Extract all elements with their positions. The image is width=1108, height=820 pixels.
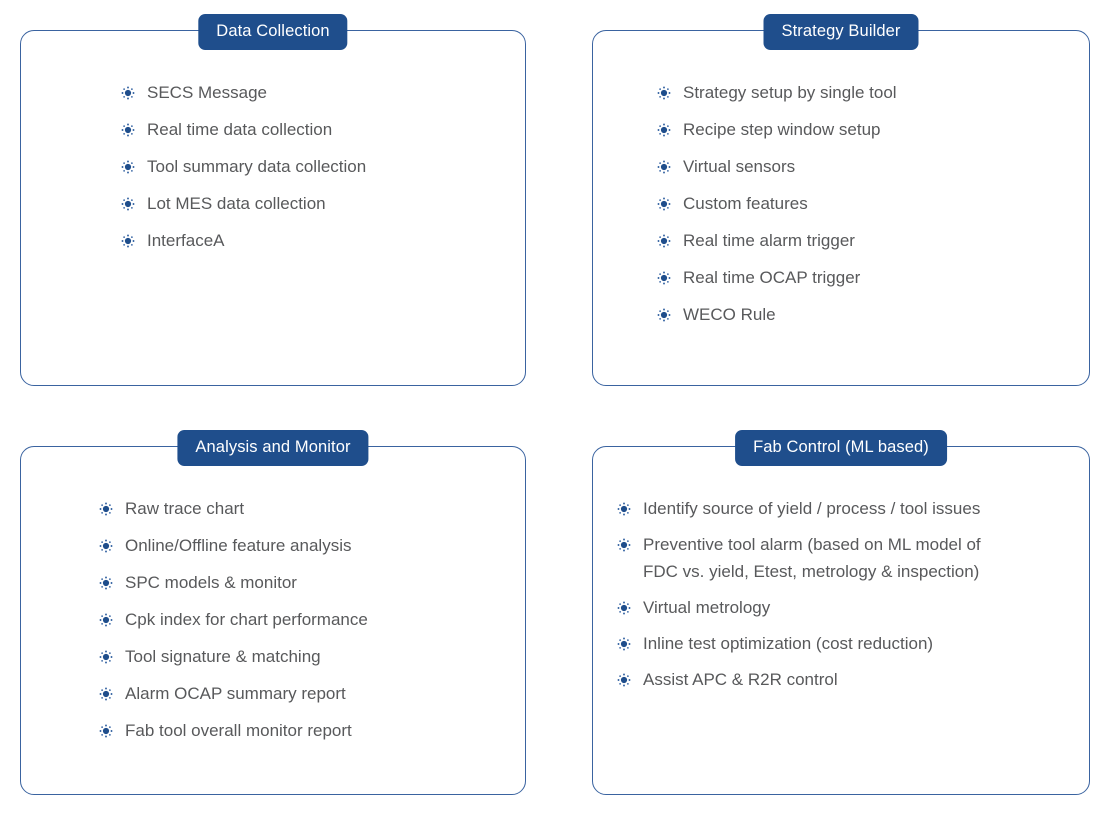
list-item: Fab tool overall monitor report <box>99 717 505 744</box>
panel-card-fab-control: Fab Control (ML based) <box>592 430 1090 795</box>
list-item-label: Alarm OCAP summary report <box>125 684 346 703</box>
list-item-label: Real time alarm trigger <box>683 231 855 250</box>
list-item-label: WECO Rule <box>683 305 776 324</box>
list-item-label: SECS Message <box>147 83 267 102</box>
panel-title-fab-control: Fab Control (ML based) <box>735 430 947 466</box>
list-item: Tool summary data collection <box>121 153 505 180</box>
list-item: Lot MES data collection <box>121 190 505 217</box>
list-item-label: Real time data collection <box>147 120 333 139</box>
radial-dot-icon <box>121 227 135 254</box>
list-item: Assist APC & R2R control <box>617 666 1071 693</box>
panel-list-fab-control: Identify source of yield / process / too… <box>593 495 1089 702</box>
panel-list-data-collection: SECS Message <box>21 79 525 264</box>
radial-dot-icon <box>657 116 671 143</box>
radial-dot-icon <box>617 594 631 621</box>
list-item: Recipe step window setup <box>657 116 1065 143</box>
list-item: Identify source of yield / process / too… <box>617 495 1071 522</box>
radial-dot-icon <box>99 569 113 596</box>
panel-cell-data-collection: Data Collection <box>0 0 554 410</box>
list-item-label: Raw trace chart <box>125 499 245 518</box>
list-item: Alarm OCAP summary report <box>99 680 505 707</box>
list-item-label: Recipe step window setup <box>683 120 881 139</box>
panel-card-analysis-and-monitor: Analysis and Monitor <box>20 430 526 795</box>
list-item: Virtual metrology <box>617 594 1071 621</box>
list-item-label: Tool summary data collection <box>147 157 367 176</box>
list-item-label: Fab tool overall monitor report <box>125 721 352 740</box>
list-item-label: Strategy setup by single tool <box>683 83 897 102</box>
list-item-label: Identify source of yield / process / too… <box>643 499 981 518</box>
list-item-label: Cpk index for chart performance <box>125 610 368 629</box>
panel-title-strategy-builder: Strategy Builder <box>763 14 919 50</box>
panel-title-analysis-and-monitor: Analysis and Monitor <box>177 430 369 466</box>
list-item: Real time data collection <box>121 116 505 143</box>
list-item-label: Lot MES data collection <box>147 194 326 213</box>
radial-dot-icon <box>617 531 631 558</box>
radial-dot-icon <box>99 717 113 744</box>
radial-dot-icon <box>121 79 135 106</box>
list-item: Cpk index for chart performance <box>99 606 505 633</box>
list-item: WECO Rule <box>657 301 1065 328</box>
list-item: SECS Message <box>121 79 505 106</box>
panel-card-data-collection: Data Collection <box>20 14 526 386</box>
list-item: InterfaceA <box>121 227 505 254</box>
panel-card-strategy-builder: Strategy Builder <box>592 14 1090 386</box>
radial-dot-icon <box>617 495 631 522</box>
radial-dot-icon <box>121 116 135 143</box>
radial-dot-icon <box>121 153 135 180</box>
radial-dot-icon <box>617 666 631 693</box>
radial-dot-icon <box>657 153 671 180</box>
panel-cell-strategy-builder: Strategy Builder <box>554 0 1108 410</box>
list-item: Custom features <box>657 190 1065 217</box>
radial-dot-icon <box>657 301 671 328</box>
list-item-label: InterfaceA <box>147 231 225 250</box>
panel-list-strategy-builder: Strategy setup by single tool <box>593 79 1089 338</box>
radial-dot-icon <box>99 532 113 559</box>
list-item: Real time alarm trigger <box>657 227 1065 254</box>
list-item-label: Virtual sensors <box>683 157 796 176</box>
list-item: Online/Offline feature analysis <box>99 532 505 559</box>
panel-list-analysis-and-monitor: Raw trace chart <box>21 495 525 754</box>
list-item-label: Tool signature & matching <box>125 647 321 666</box>
radial-dot-icon <box>617 630 631 657</box>
list-item-label: Inline test optimization (cost reduction… <box>643 634 934 653</box>
radial-dot-icon <box>657 227 671 254</box>
list-item: Real time OCAP trigger <box>657 264 1065 291</box>
panel-cell-analysis-and-monitor: Analysis and Monitor <box>0 410 554 820</box>
radial-dot-icon <box>121 190 135 217</box>
radial-dot-icon <box>99 680 113 707</box>
radial-dot-icon <box>99 643 113 670</box>
list-item-label: SPC models & monitor <box>125 573 297 592</box>
radial-dot-icon <box>657 190 671 217</box>
radial-dot-icon <box>657 79 671 106</box>
list-item: Tool signature & matching <box>99 643 505 670</box>
panel-cell-fab-control: Fab Control (ML based) <box>554 410 1108 820</box>
list-item-label: Assist APC & R2R control <box>643 670 838 689</box>
list-item-label: Custom features <box>683 194 808 213</box>
list-item: SPC models & monitor <box>99 569 505 596</box>
list-item-label: Virtual metrology <box>643 598 771 617</box>
radial-dot-icon <box>99 495 113 522</box>
list-item-label: Online/Offline feature analysis <box>125 536 352 555</box>
list-item-label: Real time OCAP trigger <box>683 268 861 287</box>
radial-dot-icon <box>99 606 113 633</box>
radial-dot-icon <box>657 264 671 291</box>
list-item-label: Preventive tool alarm (based on ML model… <box>643 535 981 581</box>
list-item: Virtual sensors <box>657 153 1065 180</box>
list-item: Inline test optimization (cost reduction… <box>617 630 1071 657</box>
list-item: Strategy setup by single tool <box>657 79 1065 106</box>
list-item: Preventive tool alarm (based on ML model… <box>617 531 1071 585</box>
panel-title-data-collection: Data Collection <box>198 14 348 50</box>
list-item: Raw trace chart <box>99 495 505 522</box>
